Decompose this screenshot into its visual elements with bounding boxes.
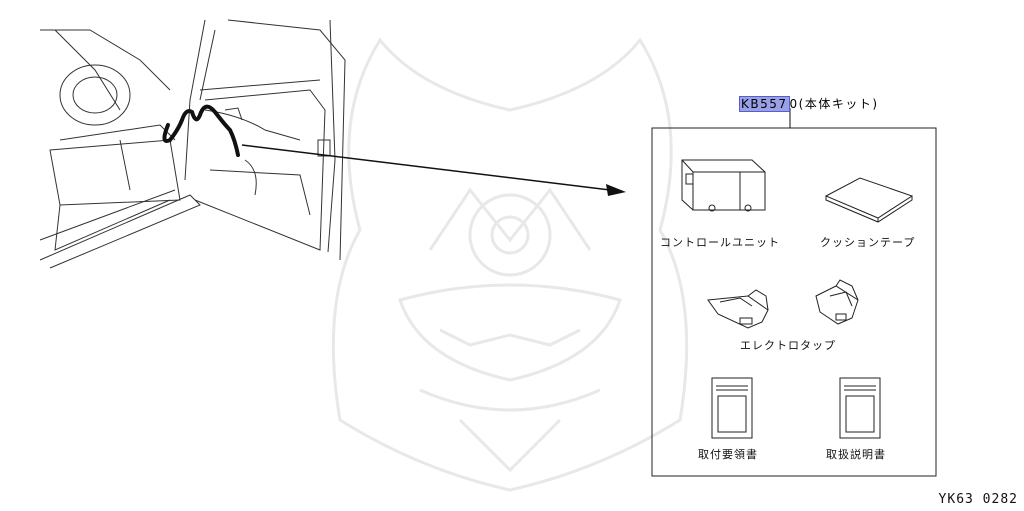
install-manual-label: 取付要領書 [698,448,758,461]
control-unit-label: コントロールユニット [660,236,780,249]
user-manual-image [839,377,881,439]
electro-tap-image [707,279,859,329]
diagram-code: YK63 0282 [938,492,1018,507]
install-manual-image [711,377,753,439]
electro-tap-label: エレクトロタップ [740,339,836,352]
kit-label: (本体キット) [798,97,879,111]
kit-part-rest: 0 [789,97,799,111]
user-manual-label: 取扱説明書 [826,448,886,461]
car-door-illustration [39,19,346,269]
watermark-logo [331,37,689,492]
kit-contents-box [651,127,937,477]
control-unit-image [681,159,766,212]
cushion-tape-image [824,177,914,223]
cushion-tape-label: クッションテープ [820,236,916,249]
kit-part-highlight: KB557 [739,96,790,112]
pointer-arrow [241,144,626,196]
wiring-harness [162,104,240,157]
